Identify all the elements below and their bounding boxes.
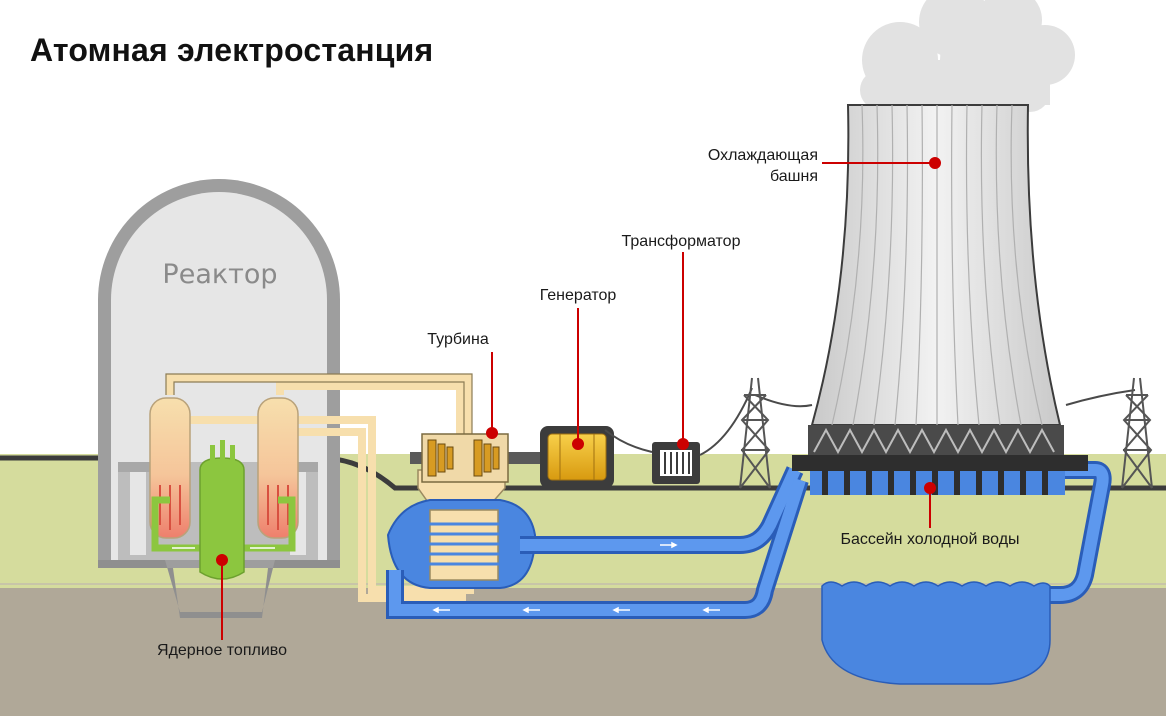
generator — [540, 426, 614, 488]
reactor-vessel — [199, 440, 245, 580]
label-turbine: Турбина — [427, 331, 489, 348]
page-title: Атомная электростанция — [30, 32, 434, 68]
pylon-left — [739, 377, 771, 489]
steam-cloud — [860, 0, 1075, 112]
label-cold-water-pool: Бассейн холодной воды — [840, 531, 1019, 548]
condenser — [386, 499, 537, 589]
cooling-tower — [792, 104, 1088, 495]
pylon-right — [1121, 377, 1153, 489]
transformer — [652, 442, 700, 484]
label-cooling-tower-line1: Охлаждающая — [708, 147, 818, 164]
label-reactor: Реактор — [162, 259, 277, 290]
flow-arrows — [432, 541, 720, 614]
label-nuclear-fuel: Ядерное топливо — [157, 642, 287, 659]
label-transformer: Трансформатор — [622, 233, 741, 250]
label-generator: Генератор — [540, 287, 617, 304]
label-cooling-tower-line2: башня — [770, 168, 818, 185]
label-pointers — [216, 157, 941, 640]
cold-water-reservoir — [821, 581, 1051, 685]
